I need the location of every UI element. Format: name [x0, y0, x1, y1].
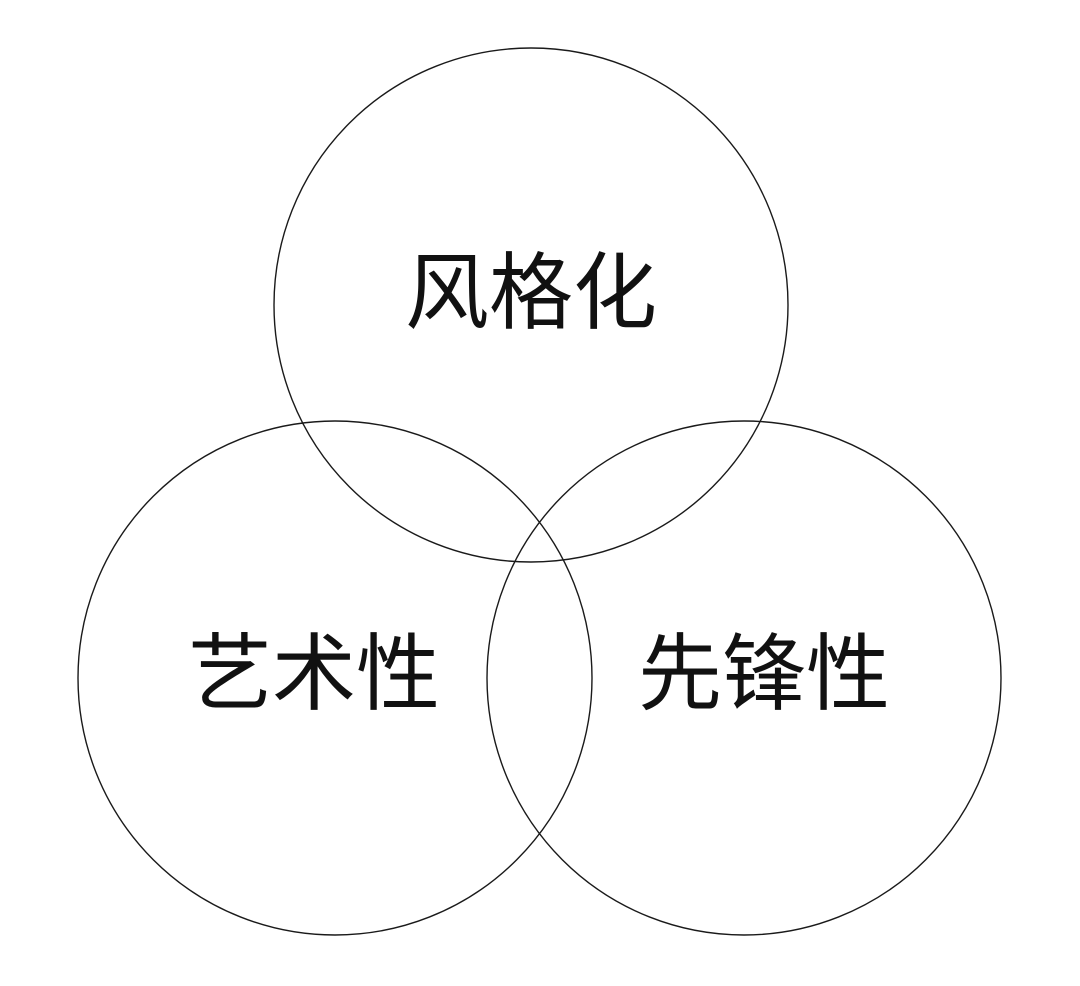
- circle-top: [273, 47, 789, 563]
- label-top: 风格化: [405, 244, 657, 342]
- circle-left: [77, 420, 593, 936]
- label-left: 艺术性: [188, 625, 440, 723]
- circle-right: [486, 420, 1002, 936]
- label-right: 先锋性: [638, 625, 890, 723]
